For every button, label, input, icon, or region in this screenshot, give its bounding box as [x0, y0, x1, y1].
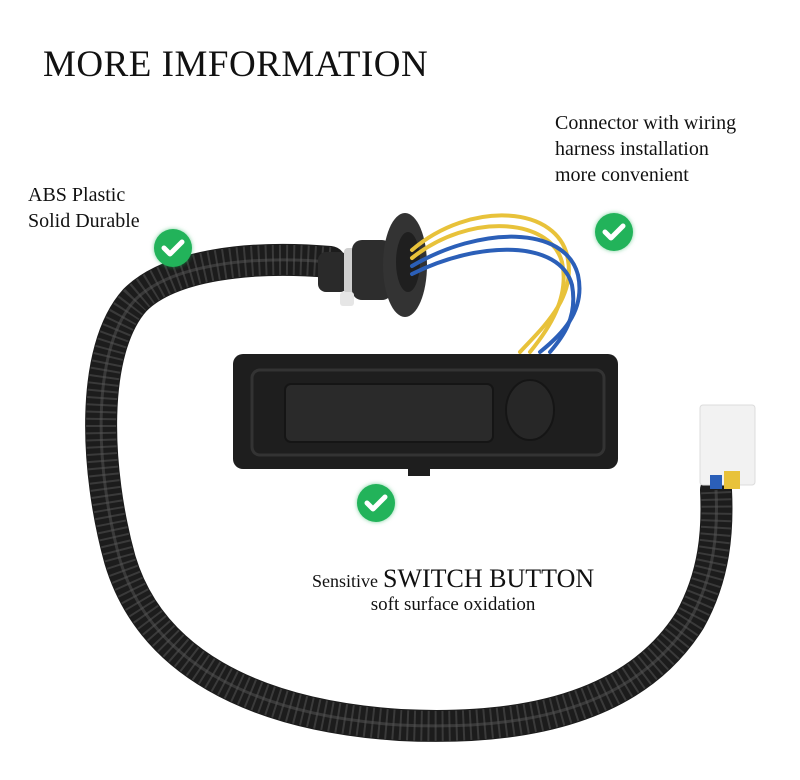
- callout-prefix: Sensitive: [312, 571, 378, 591]
- callout-line: Solid Durable: [28, 210, 140, 232]
- check-circle-icon: [154, 229, 192, 267]
- white-connector: [699, 404, 756, 489]
- callout-emphasis: SWITCH BUTTON: [383, 564, 595, 593]
- check-circle-icon: [357, 484, 395, 522]
- callout-connector: Connector with wiring harness installati…: [555, 110, 736, 188]
- check-circle-icon: [595, 213, 633, 251]
- callout-abs-plastic: ABS Plastic Solid Durable: [28, 182, 140, 234]
- switch-housing: [233, 354, 618, 476]
- callout-line: harness installation: [555, 138, 709, 160]
- corrugated-cable: [85, 243, 733, 742]
- callout-line: more convenient: [555, 164, 689, 186]
- callout-switch-button: Sensitive SWITCH BUTTON soft surface oxi…: [312, 566, 594, 618]
- page-title: MORE IMFORMATION: [43, 43, 429, 85]
- callout-line: Connector with wiring: [555, 112, 737, 134]
- wires: [410, 213, 582, 354]
- callout-subtitle: soft surface oxidation: [370, 594, 536, 615]
- callout-line: ABS Plastic: [28, 184, 126, 206]
